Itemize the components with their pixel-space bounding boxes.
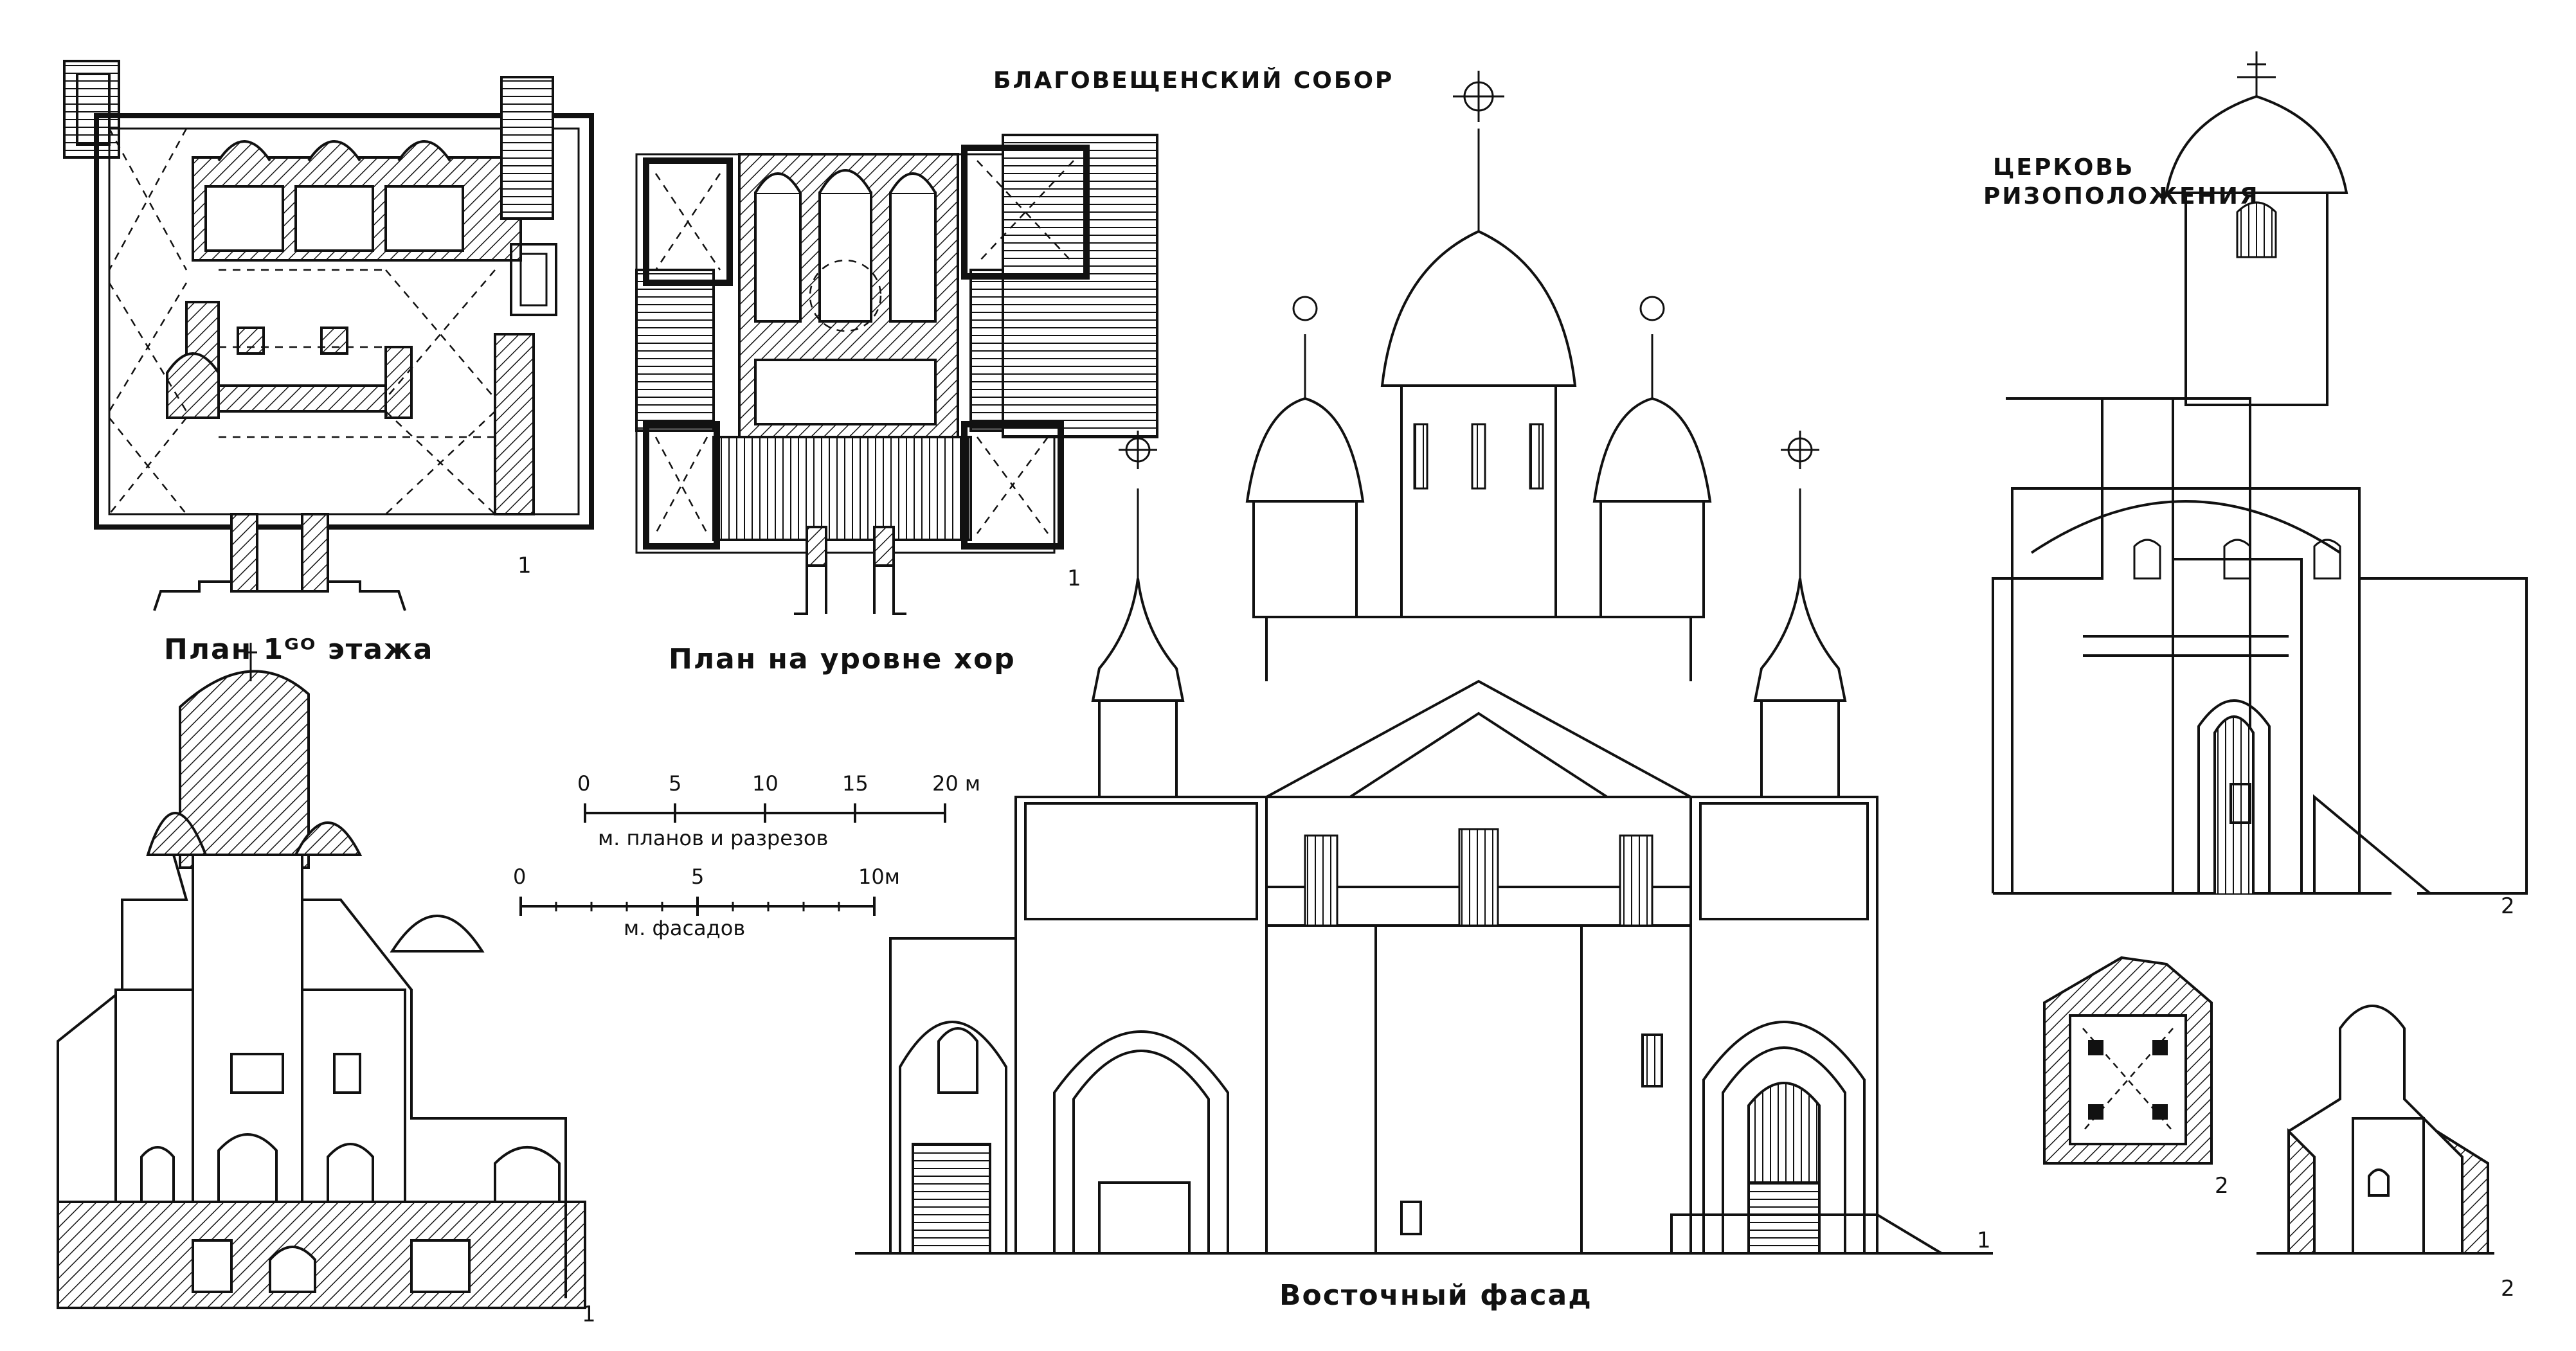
cathedral-section: [57, 643, 586, 1309]
plan-first-floor-label: План 1ᴳᴼ этажа: [164, 633, 434, 666]
scale-facades-tick: 5: [691, 864, 705, 889]
plan1-marker: 1: [518, 553, 532, 578]
scale-plans-tick: 20 м: [932, 771, 981, 796]
scale-facades-tick: 10м: [858, 864, 900, 889]
section-marker: 1: [582, 1302, 596, 1327]
plan2-marker: 1: [1067, 566, 1081, 591]
plan-first-floor: [63, 60, 594, 611]
church-title-line2: РИЗОПОЛОЖЕНИЯ: [1983, 183, 2260, 210]
scale-facades-caption: м. фасадов: [624, 916, 746, 940]
church-facade-marker: 2: [2501, 893, 2515, 919]
scale-plans-caption: м. планов и разрезов: [598, 826, 829, 850]
church-section-marker: 2: [2501, 1276, 2515, 1302]
east-facade: [855, 71, 1993, 1255]
plan-choir-level: [635, 134, 1158, 615]
church-facade: [1992, 51, 2528, 895]
scale-bar-facades: [519, 897, 876, 916]
church-plan: [2043, 956, 2213, 1165]
scale-plans-tick: 15: [842, 771, 869, 796]
scale-plans-tick: 10: [752, 771, 779, 796]
church-section: [2256, 1005, 2494, 1255]
scale-plans-tick: 5: [669, 771, 682, 796]
facade-marker: 1: [1977, 1228, 1991, 1253]
church-plan-marker: 2: [2215, 1173, 2229, 1199]
church-title-line1: ЦЕРКОВЬ: [1993, 154, 2135, 181]
plan-choir-level-label: План на уровне хор: [669, 643, 1016, 676]
cathedral-title: БЛАГОВЕЩЕНСКИЙ СОБОР: [993, 67, 1394, 94]
scale-facades-tick: 0: [513, 864, 527, 889]
scale-plans-tick: 0: [577, 771, 591, 796]
scale-bar-plans: [584, 803, 946, 823]
east-facade-label: Восточный фасад: [1279, 1279, 1592, 1312]
